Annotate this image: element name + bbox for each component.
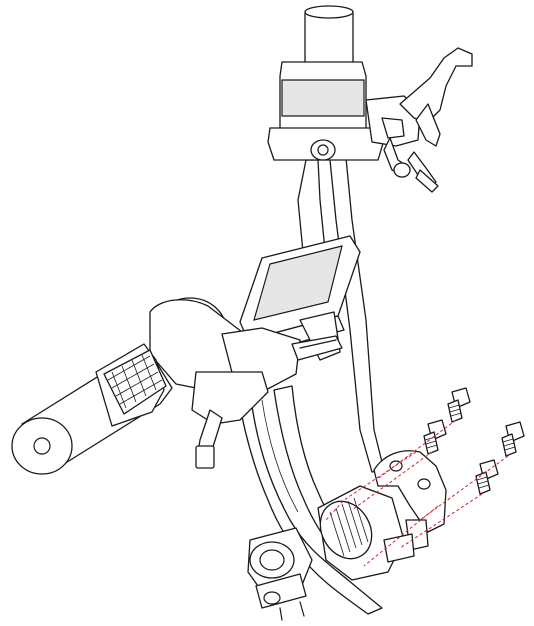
top-grip — [304, 5, 354, 69]
bolt-3 — [501, 421, 525, 457]
bolt-1 — [447, 387, 471, 423]
throttle-assembly — [149, 297, 343, 469]
stem-clamp — [247, 527, 313, 621]
knurled-ring — [103, 349, 167, 415]
brake-lever — [365, 47, 473, 193]
clamp-bolts — [423, 387, 525, 495]
display-unit — [239, 235, 361, 361]
alignment-guides — [325, 419, 509, 567]
left-grip — [11, 343, 173, 475]
bar-clamp — [373, 450, 447, 563]
clamp-body — [317, 485, 405, 581]
top-switch-housing — [267, 61, 385, 161]
bolt-2 — [423, 419, 447, 455]
